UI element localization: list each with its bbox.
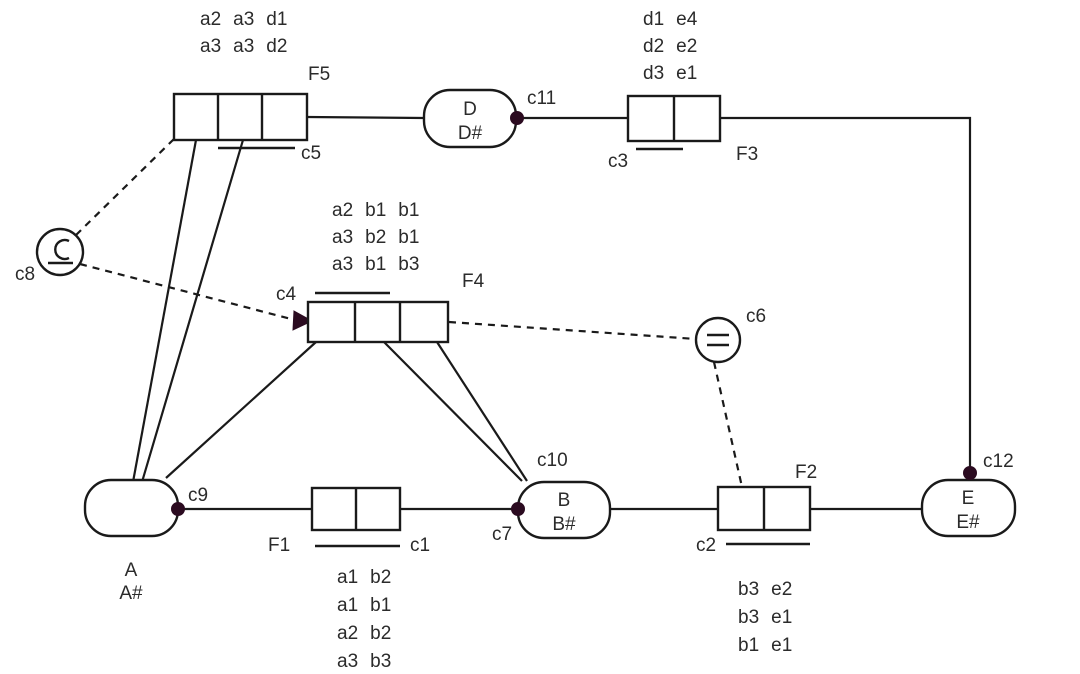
subset-or-equal-icon-arc xyxy=(54,238,70,261)
entity-e-key: E# xyxy=(956,512,980,533)
edge-f4-b-1 xyxy=(383,341,523,482)
connector-label-c11: c11 xyxy=(527,88,556,109)
connector-label-c12: c12 xyxy=(983,451,1014,472)
arrowhead-icon-c8-f4 xyxy=(292,310,314,331)
edge-f3-e xyxy=(720,116,972,472)
constraint-circle-c8[interactable] xyxy=(35,227,85,277)
connector-dot-c12 xyxy=(963,466,977,480)
connector-label-c9: c9 xyxy=(188,485,208,506)
connector-dot-c7 xyxy=(511,502,525,516)
edge-f4-c6-dashed xyxy=(448,320,697,341)
edge-f5-a-1 xyxy=(131,139,198,483)
entity-d[interactable]: D D# xyxy=(422,88,518,149)
connector-dot-c11 xyxy=(510,111,524,125)
relation-f4-label: F4 xyxy=(462,271,485,292)
entity-a-key: A# xyxy=(119,583,143,604)
edge-c8-f4-dashed xyxy=(79,262,296,322)
entity-b-name: B xyxy=(558,490,571,511)
relation-box-f3[interactable] xyxy=(626,94,722,151)
entity-a-name: A xyxy=(125,560,138,581)
connector-label-c2: c2 xyxy=(696,535,716,556)
entity-a-shape xyxy=(83,478,180,538)
connector-label-c8: c8 xyxy=(15,264,35,285)
relation-f1-label: F1 xyxy=(268,535,290,556)
entity-e[interactable]: E E# xyxy=(920,478,1017,538)
relation-box-f2[interactable] xyxy=(716,485,812,546)
constraint-c6-shape xyxy=(694,316,742,364)
edge-f5-d xyxy=(306,115,425,120)
constraint-circle-c6[interactable] xyxy=(694,316,742,364)
connector-label-c1: c1 xyxy=(410,535,430,556)
edge-c8-f5-dashed xyxy=(75,136,177,236)
edge-f4-a xyxy=(165,341,317,479)
entity-d-name: D xyxy=(463,99,477,120)
connector-label-c6: c6 xyxy=(746,306,766,327)
entity-e-name: E xyxy=(962,488,975,509)
relation-f4-frame xyxy=(306,300,450,344)
connector-label-c3: c3 xyxy=(608,151,628,172)
relation-f2-label: F2 xyxy=(795,462,817,483)
relation-box-f1[interactable] xyxy=(310,486,402,548)
edge-f4-b-2 xyxy=(436,341,528,482)
connector-label-c5: c5 xyxy=(301,143,321,164)
entity-b-key: B# xyxy=(552,514,576,535)
relation-f5-label: F5 xyxy=(308,64,330,85)
entity-b[interactable]: B B# xyxy=(516,480,612,540)
edge-f5-a-2 xyxy=(140,139,245,483)
constraint-c8-shape xyxy=(35,227,85,277)
connector-dot-c9 xyxy=(171,502,185,516)
relation-box-f5[interactable] xyxy=(172,92,309,150)
edge-layer xyxy=(75,115,972,511)
connector-label-c4: c4 xyxy=(276,284,297,305)
entity-a[interactable] xyxy=(83,478,180,538)
edge-c6-f2-dashed xyxy=(712,361,744,488)
entity-e-shape xyxy=(920,478,1017,538)
entity-d-key: D# xyxy=(458,123,483,144)
relation-f5-frame xyxy=(172,92,309,142)
connector-label-c7: c7 xyxy=(492,524,512,545)
relation-box-f4[interactable] xyxy=(306,291,450,344)
relation-f3-label: F3 xyxy=(736,144,758,165)
connector-label-c10: c10 xyxy=(537,450,568,471)
